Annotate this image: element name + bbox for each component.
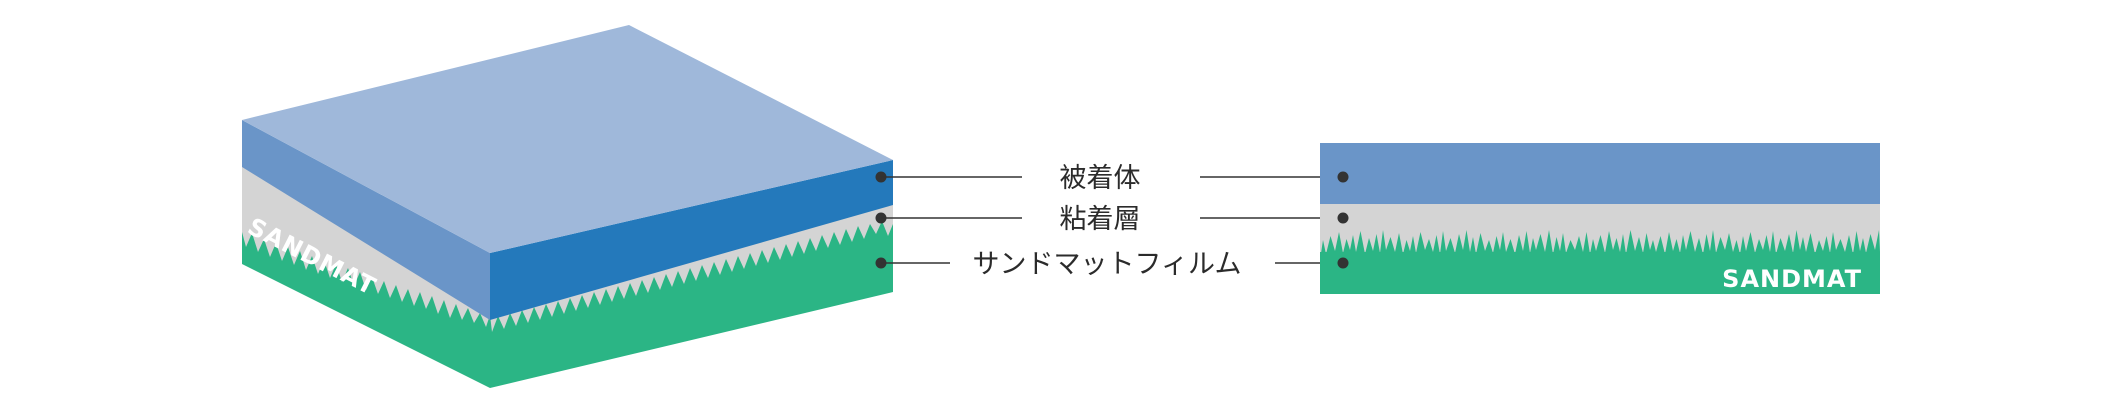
callout-dot-section-adherend bbox=[1337, 171, 1349, 183]
callout-dot-section-adhesive bbox=[1337, 212, 1349, 224]
iso-adherend-side-face bbox=[242, 120, 490, 320]
label-adherend: 被着体 bbox=[1060, 163, 1141, 194]
callouts: 被着体 粘着層 サンドマットフィルム bbox=[875, 163, 1343, 280]
label-sandmat-film: サンドマットフィルム bbox=[973, 249, 1242, 280]
iso-adherend-front-face bbox=[490, 160, 893, 320]
iso-adherend-top-face bbox=[242, 25, 893, 253]
iso-film-right-face bbox=[490, 215, 893, 388]
iso-adhesive-left-face bbox=[242, 165, 490, 327]
iso-adhesive-right-face bbox=[490, 204, 893, 332]
label-adhesive-layer: 粘着層 bbox=[1060, 204, 1141, 235]
isometric-laminate: SANDMAT bbox=[242, 25, 893, 388]
section-sandmat-logo-text: SANDMAT bbox=[1722, 265, 1862, 293]
callout-dot-section-film bbox=[1337, 257, 1349, 269]
cross-section: SANDMAT bbox=[1320, 143, 1880, 294]
section-adherend-layer bbox=[1320, 143, 1880, 204]
section-film-grass-edge bbox=[1320, 230, 1880, 260]
